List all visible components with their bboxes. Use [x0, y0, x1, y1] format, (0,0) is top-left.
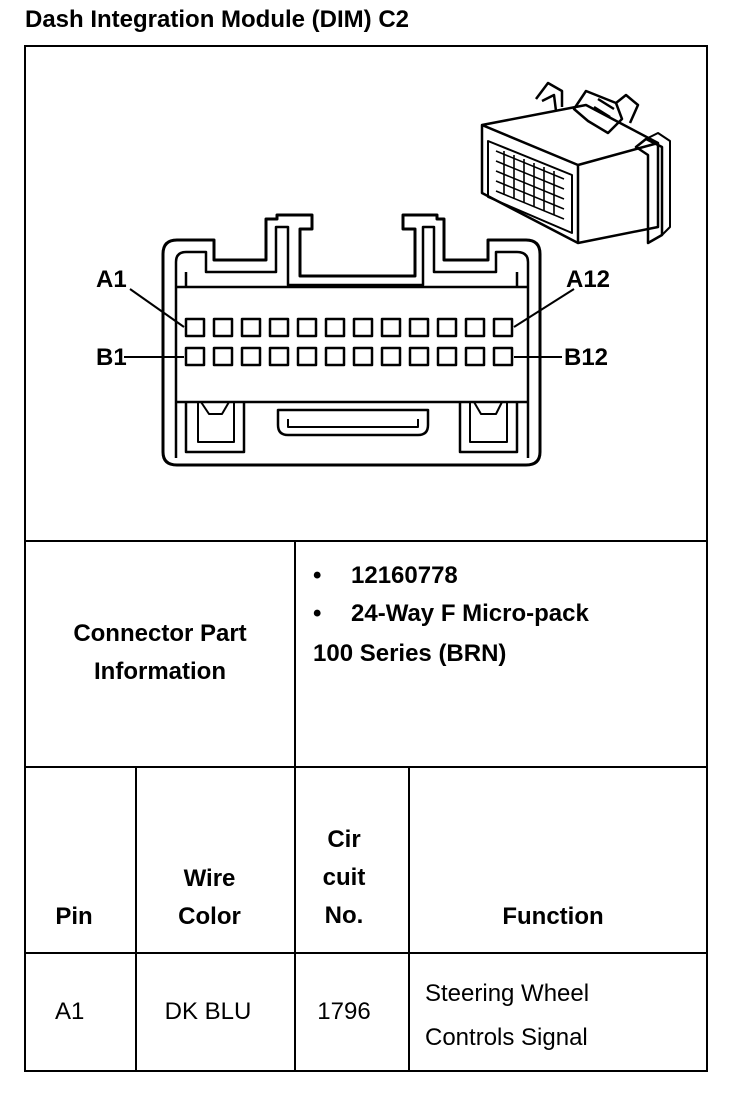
cell-function: Steering Wheel Controls Signal — [425, 972, 589, 1060]
divider-col2 — [294, 766, 296, 1072]
cell-wire-color: DK BLU — [164, 998, 252, 1025]
part-number-row: • 12160778 — [313, 557, 458, 595]
header-circuit-line1: Cir — [327, 826, 361, 853]
connector-info-heading-line1: Connector Part — [73, 620, 247, 647]
pin-row-a — [184, 317, 514, 338]
label-b1: B1 — [96, 344, 127, 371]
divider-header — [24, 952, 708, 954]
cell-circuit: 1796 — [317, 998, 371, 1025]
cell-function-line1: Steering Wheel — [425, 980, 590, 1007]
header-circuit-line3: No. — [324, 902, 364, 929]
connector-description: 24-Way F Micro-pack — [351, 600, 589, 627]
divider-info-bottom — [24, 766, 708, 768]
document-frame — [24, 45, 708, 1072]
description-row: • 24-Way F Micro-pack — [313, 595, 589, 633]
label-a1: A1 — [96, 266, 127, 293]
header-wire-color-line1: Wire — [183, 865, 236, 892]
bullet-icon: • — [313, 562, 322, 589]
divider-col1 — [135, 766, 137, 1072]
header-function: Function — [502, 903, 604, 930]
pin-row-b — [184, 346, 514, 367]
header-circuit: Cir cuit No. — [296, 821, 392, 935]
leader-lines — [124, 288, 575, 358]
label-a12: A12 — [566, 266, 610, 293]
cell-function-line2: Controls Signal — [425, 1024, 588, 1051]
connector-info-heading: Connector Part Information — [26, 615, 294, 691]
divider-info — [294, 540, 296, 767]
connector-info-heading-line2: Information — [94, 658, 226, 685]
connector-front-view — [161, 213, 542, 467]
cell-pin: A1 — [55, 998, 85, 1025]
divider-figure — [24, 540, 708, 542]
connector-diagram: A1 A12 B1 B12 — [96, 81, 671, 467]
connector-3d-view — [480, 81, 671, 245]
header-wire-color-line2: Color — [178, 903, 241, 930]
divider-col3 — [408, 766, 410, 1072]
header-circuit-line2: cuit — [322, 864, 366, 891]
connector-series: 100 Series (BRN) — [313, 640, 507, 667]
series-row: 100 Series (BRN) — [313, 635, 506, 673]
header-wire-color: Wire Color — [137, 860, 282, 936]
header-pin: Pin — [55, 903, 93, 930]
page-title: Dash Integration Module (DIM) C2 — [25, 6, 409, 33]
label-b12: B12 — [564, 344, 608, 371]
part-number: 12160778 — [351, 562, 458, 589]
bullet-icon: • — [313, 600, 322, 627]
